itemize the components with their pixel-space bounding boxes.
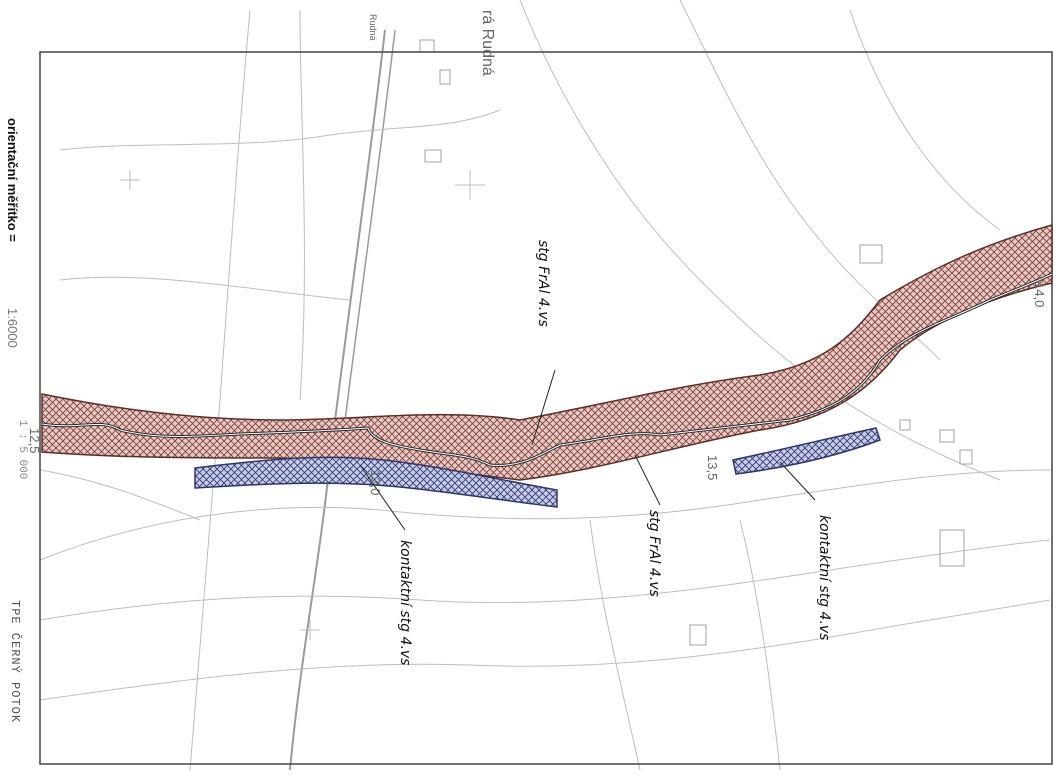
scale-label: orientační měřítko = [5,118,20,242]
label-contact-right: kontaktní stg 4.vs [816,515,832,641]
label-km-140: 14,0 [1032,282,1047,308]
label-km-135: 13,5 [705,455,720,481]
label-road-name: Rudná [368,14,378,41]
sheet-title: TPE ČERNÝ POTOK [8,600,22,724]
scan-scale: 1 : 5 000 [16,420,28,480]
base-map-lines [39,0,1051,771]
contact-strip-left [194,456,558,508]
map-frame [39,51,1053,765]
label-km-130: 13,0 [368,470,383,496]
leader-lines [359,369,816,531]
label-km-125: 12,5 [27,428,42,454]
scale-value: 1:6000 [5,308,20,348]
label-contact-left: kontaktní stg 4.vs [397,540,413,666]
label-place-name: rá Rudná [479,10,496,76]
stream-line [41,272,1053,467]
label-stg-upper: stg FrAl 4.vs [535,240,551,327]
contact-strip-right [732,427,881,475]
label-stg-lower: stg FrAl 4.vs [646,510,662,597]
